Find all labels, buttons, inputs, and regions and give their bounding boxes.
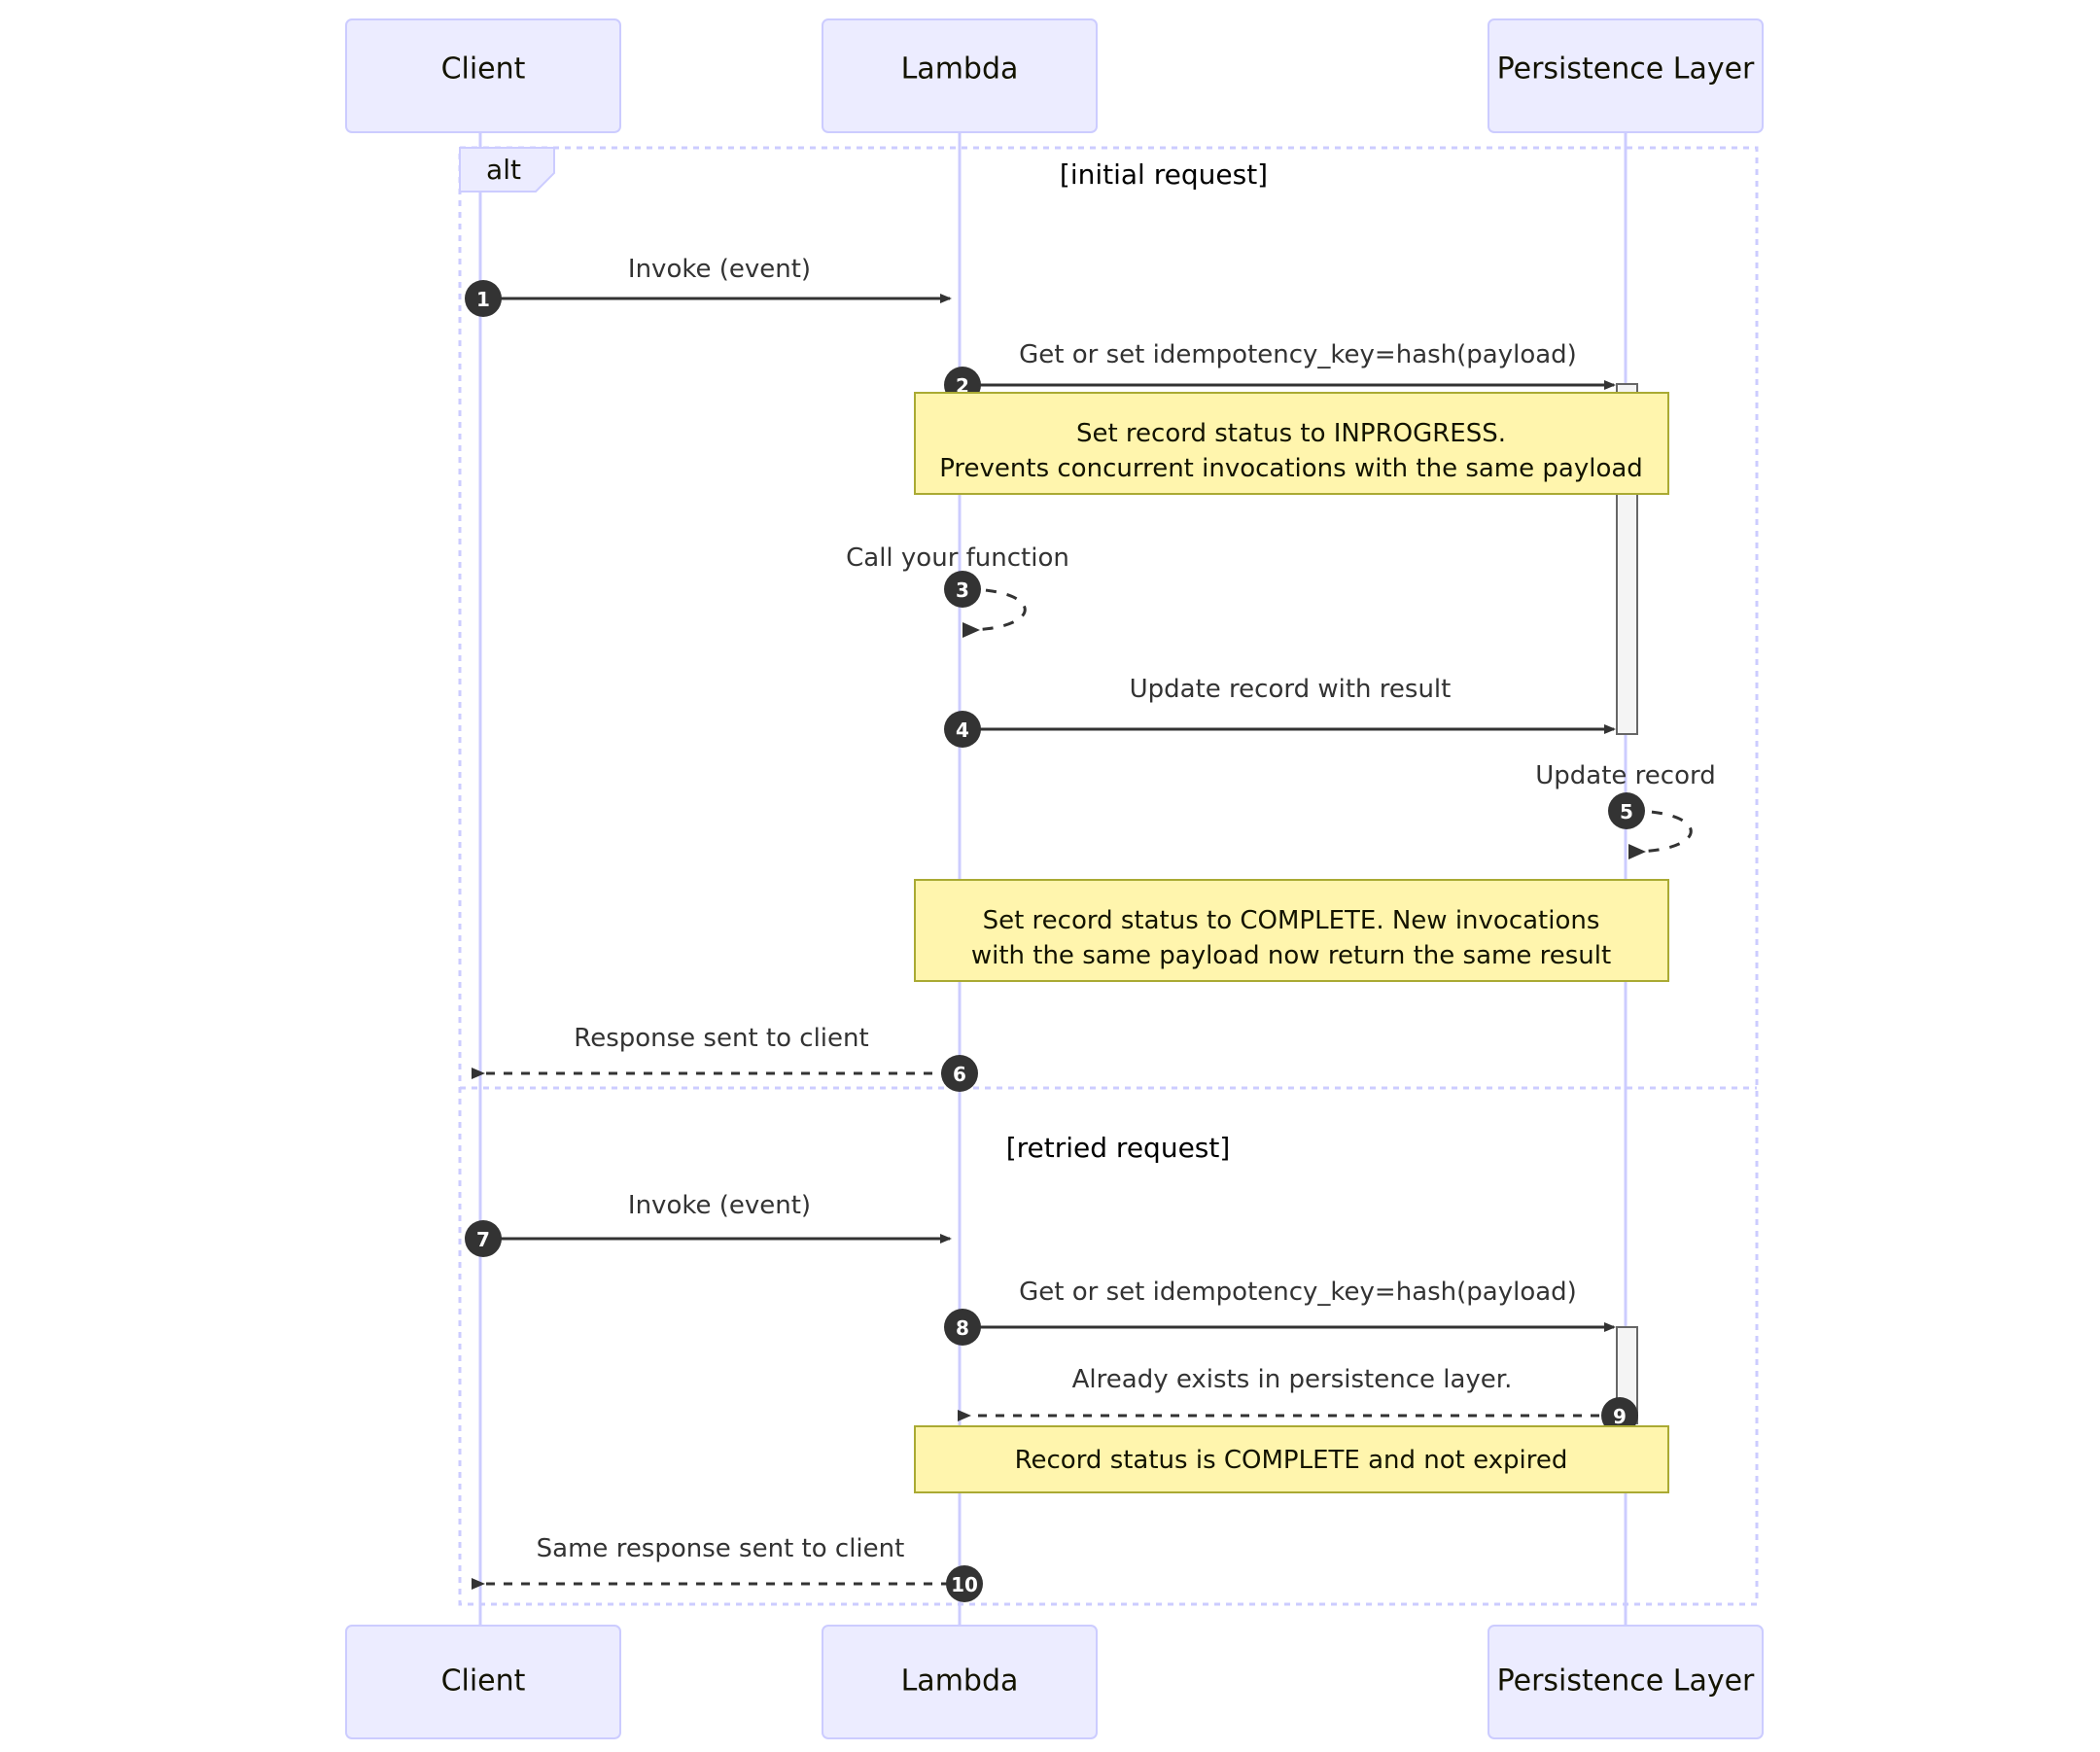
participant-box[interactable] [822, 1625, 1098, 1739]
sequence-number-6: 6 [953, 1063, 966, 1086]
sequence-badge-3 [944, 571, 981, 608]
message-label-3: Call your function [846, 543, 1069, 573]
note-line-0: Set record status to COMPLETE. New invoc… [983, 906, 1600, 935]
note-record-complete-not-expired: Record status is COMPLETE and not expire… [914, 1425, 1669, 1493]
sequence-number-5: 5 [1620, 800, 1633, 823]
message-9: Already exists in persistence layer. 9 [958, 1365, 1638, 1434]
message-4: Update record with result 4 [944, 675, 1616, 748]
participant-persistence-top[interactable]: Persistence Layer [1488, 18, 1764, 133]
sequence-number-8: 8 [956, 1316, 969, 1340]
participant-label-persistence: Persistence Layer [1497, 53, 1755, 87]
participant-label-lambda: Lambda [901, 1664, 1019, 1699]
participant-lambda-bottom[interactable]: Lambda [822, 1625, 1098, 1739]
note-line-1: Prevents concurrent invocations with the… [939, 454, 1643, 483]
sequence-number-10: 10 [951, 1573, 978, 1596]
note-inprogress: Set record status to INPROGRESS. Prevent… [914, 392, 1669, 495]
message-label-1: Invoke (event) [628, 255, 811, 284]
sequence-number-3: 3 [956, 578, 969, 602]
message-label-7: Invoke (event) [628, 1191, 811, 1220]
alt-block-frame: alt [initial request] [retried request] [458, 146, 1759, 1606]
sequence-badge-7 [465, 1220, 502, 1257]
message-label-5: Update record [1535, 761, 1715, 790]
message-label-10: Same response sent to client [537, 1534, 905, 1563]
sequence-badge-9 [1601, 1397, 1638, 1434]
note-box [914, 392, 1669, 495]
message-label-9: Already exists in persistence layer. [1072, 1365, 1513, 1394]
note-complete: Set record status to COMPLETE. New invoc… [914, 879, 1669, 982]
message-5: Update record 5 [1535, 761, 1716, 860]
alt-section-label-0: [initial request] [1060, 158, 1268, 191]
message-3: Call your function 3 [846, 543, 1069, 639]
sequence-badge-1 [465, 280, 502, 317]
message-label-8: Get or set idempotency_key=hash(payload) [1019, 1278, 1577, 1307]
note-box [914, 1425, 1669, 1493]
alt-section-label-1: [retried request] [1006, 1132, 1231, 1164]
participant-box[interactable] [1488, 1625, 1764, 1739]
note-line-0: Record status is COMPLETE and not expire… [1015, 1446, 1568, 1475]
note-line-1: with the same payload now return the sam… [971, 941, 1611, 970]
alt-keyword-label: alt [486, 154, 521, 186]
message-1: Invoke (event) 1 [465, 255, 952, 317]
participant-box[interactable] [345, 18, 621, 133]
sequence-number-1: 1 [476, 288, 490, 311]
participant-box[interactable] [1488, 18, 1764, 133]
participant-box[interactable] [822, 18, 1098, 133]
sequence-badge-8 [944, 1309, 981, 1346]
participant-label-client: Client [441, 1664, 526, 1699]
sequence-number-7: 7 [476, 1228, 490, 1251]
participant-persistence-bottom[interactable]: Persistence Layer [1488, 1625, 1764, 1739]
note-box [914, 879, 1669, 982]
message-selfloop-3 [962, 587, 1027, 639]
participant-box[interactable] [345, 1625, 621, 1739]
message-selfloop-5 [1628, 809, 1693, 860]
participant-client-bottom[interactable]: Client [345, 1625, 621, 1739]
alt-keyword-tab [459, 147, 555, 193]
sequence-number-9: 9 [1613, 1405, 1627, 1428]
message-10: Same response sent to client 10 [472, 1534, 983, 1602]
participant-label-client: Client [441, 53, 526, 87]
note-line-0: Set record status to INPROGRESS. [1076, 419, 1506, 448]
message-label-4: Update record with result [1130, 675, 1452, 704]
message-8: Get or set idempotency_key=hash(payload)… [944, 1278, 1616, 1346]
participant-client-top[interactable]: Client [345, 18, 621, 133]
sequence-number-4: 4 [956, 718, 969, 742]
participant-label-lambda: Lambda [901, 53, 1019, 87]
participant-lambda-top[interactable]: Lambda [822, 18, 1098, 133]
sequence-badge-5 [1608, 792, 1645, 829]
message-label-2: Get or set idempotency_key=hash(payload) [1019, 340, 1577, 369]
participant-label-persistence: Persistence Layer [1497, 1664, 1755, 1699]
message-6: Response sent to client 6 [472, 1024, 978, 1092]
sequence-badge-6 [941, 1055, 978, 1092]
message-label-6: Response sent to client [574, 1024, 868, 1053]
message-7: Invoke (event) 7 [465, 1191, 952, 1257]
sequence-badge-4 [944, 711, 981, 748]
sequence-badge-10 [946, 1565, 983, 1602]
